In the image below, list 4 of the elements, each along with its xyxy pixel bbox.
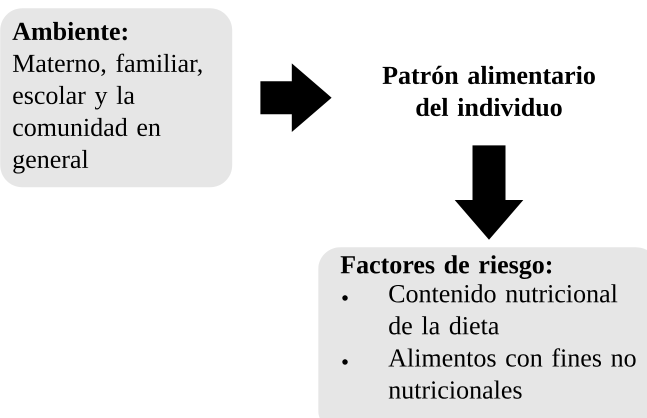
rounded-box: Ambiente: Materno, familiar, escolar y la comunidad en general bbox=[0, 8, 232, 188]
list-item: Contenido nutricional de la dieta bbox=[389, 284, 618, 334]
list-item: Alimentos con fines no nutricionales bbox=[388, 348, 636, 399]
heading-text: Patrón alimentario del individuo bbox=[382, 66, 595, 116]
